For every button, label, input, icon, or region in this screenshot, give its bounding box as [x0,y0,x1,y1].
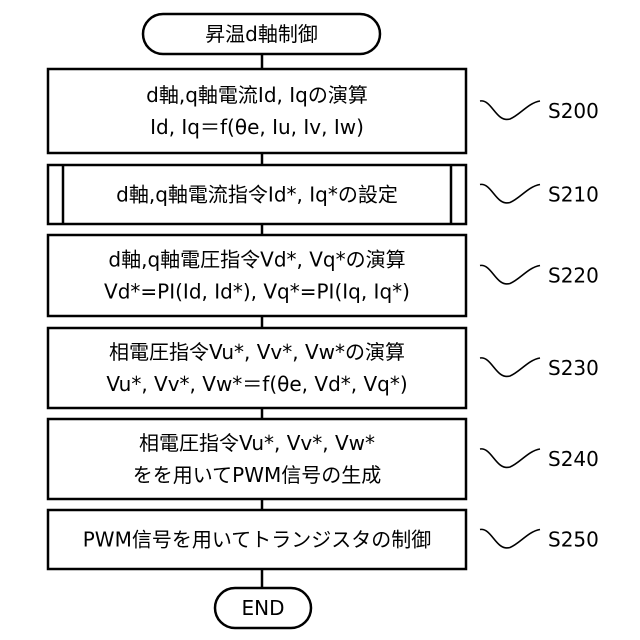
step-leader-line [480,529,540,548]
step-label: S210 [548,183,599,207]
step-leader-line [480,265,540,284]
process-text: 相電圧指令Vu*, Vv*, Vw*の演算 [109,340,405,364]
process-box [48,69,466,153]
process-text: をを用いてPWM信号の生成 [133,463,382,487]
step-label: S250 [548,528,599,552]
flow-nodes: 昇温d軸制御 d軸,q軸電流Id, Iqの演算 Id, Iq＝f(θe, Iu, I… [48,14,599,628]
step-label: S240 [548,447,599,471]
process-text: Vu*, Vv*, Vw*＝f(θe, Vd*, Vq*) [106,372,407,396]
end-terminator: END [215,588,311,628]
process-step: PWM信号を用いてトランジスタの制御 S250 [48,510,599,569]
process-step: d軸,q軸電流指令Id*, Iq*の設定 S210 [48,165,599,224]
step-leader-line [480,358,540,377]
process-text: 相電圧指令Vu*, Vv*, Vw* [139,431,375,455]
process-step: d軸,q軸電流Id, Iqの演算 Id, Iq＝f(θe, Iu, Iv, Iw)… [48,69,599,153]
process-text: d軸,q軸電流指令Id*, Iq*の設定 [116,183,398,207]
end-label: END [242,596,285,620]
step-leader-line [480,101,540,120]
process-text: d軸,q軸電圧指令Vd*, Vq*の演算 [108,248,405,272]
process-step: 相電圧指令Vu*, Vv*, Vw*の演算 Vu*, Vv*, Vw*＝f(θe,… [48,328,599,408]
step-label: S220 [548,264,599,288]
start-label: 昇温d軸制御 [205,22,318,46]
process-step: d軸,q軸電圧指令Vd*, Vq*の演算 Vd*=PI(Id, Id*), Vq*… [48,235,599,316]
process-text: d軸,q軸電流Id, Iqの演算 [146,83,368,107]
process-step: 相電圧指令Vu*, Vv*, Vw* をを用いてPWM信号の生成 S240 [48,419,599,499]
step-label: S230 [548,356,599,380]
process-text: PWM信号を用いてトランジスタの制御 [83,528,432,552]
step-label: S200 [548,99,599,123]
process-text: Id, Iq＝f(θe, Iu, Iv, Iw) [150,115,364,139]
start-terminator: 昇温d軸制御 [143,14,380,54]
process-text: Vd*=PI(Id, Id*), Vq*=PI(Iq, Iq*) [104,280,410,304]
step-leader-line [480,449,540,468]
step-leader-line [480,184,540,203]
